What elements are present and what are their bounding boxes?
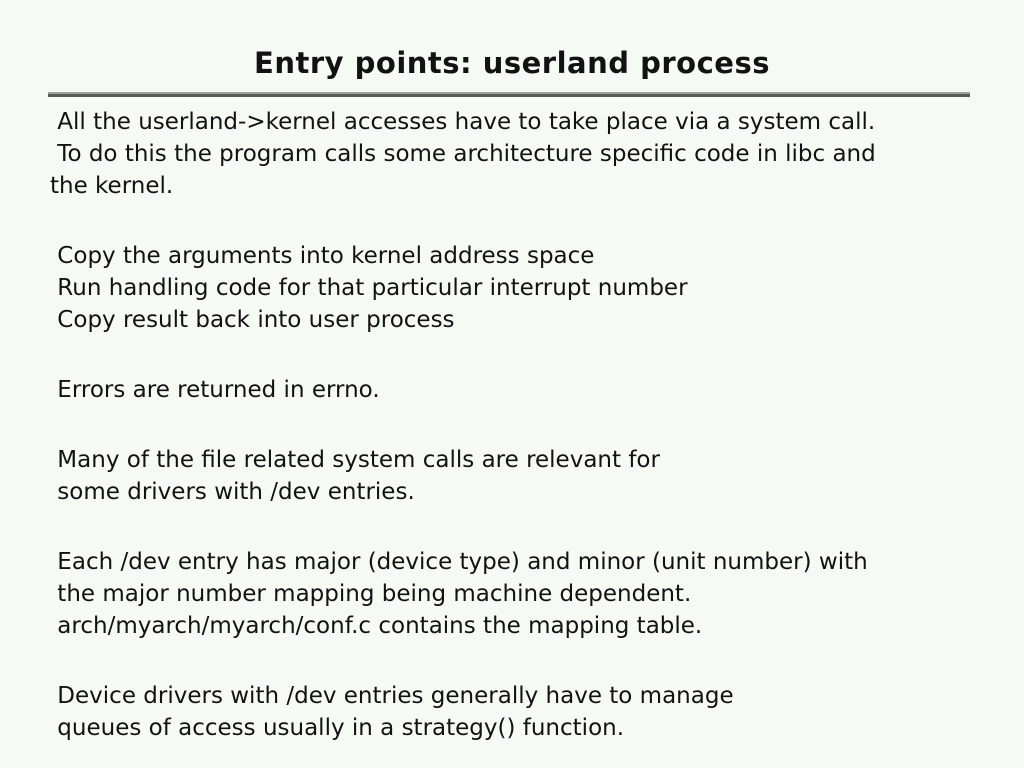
slide-text-line: the major number mapping being machine d… [50, 581, 692, 607]
paragraph: Many of the file related system calls ar… [50, 444, 1010, 508]
paragraph: Copy the arguments into kernel address s… [50, 240, 1010, 336]
paragraph: All the userland->kernel accesses have t… [50, 106, 1010, 202]
slide-text-line: Copy the arguments into kernel address s… [50, 243, 595, 269]
paragraph: Each /dev entry has major (device type) … [50, 546, 1010, 642]
slide-text-line: Run handling code for that particular in… [50, 275, 688, 301]
slide-text-line: arch/myarch/myarch/conf.c contains the m… [50, 613, 703, 639]
slide-text-line: Device drivers with /dev entries general… [50, 683, 734, 709]
slide-text-line: some drivers with /dev entries. [50, 479, 415, 505]
slide-title: Entry points: userland process [254, 46, 770, 80]
slide-text-line: Each /dev entry has major (device type) … [50, 549, 868, 575]
paragraph: Device drivers with /dev entries general… [50, 680, 1010, 744]
slide-text-line: To do this the program calls some archit… [50, 141, 876, 167]
slide-text-line: Many of the file related system calls ar… [50, 447, 660, 473]
title-divider [48, 92, 970, 97]
paragraph: Errors are returned in errno. [50, 374, 1010, 406]
slide-body: All the userland->kernel accesses have t… [50, 106, 1010, 768]
slide-text-line: Errors are returned in errno. [50, 377, 380, 403]
slide-text-line: queues of access usually in a strategy()… [50, 715, 625, 741]
slide-text-line: All the userland->kernel accesses have t… [50, 109, 876, 135]
slide-text-line: the kernel. [50, 173, 174, 199]
slide-text-line: Copy result back into user process [50, 307, 455, 333]
